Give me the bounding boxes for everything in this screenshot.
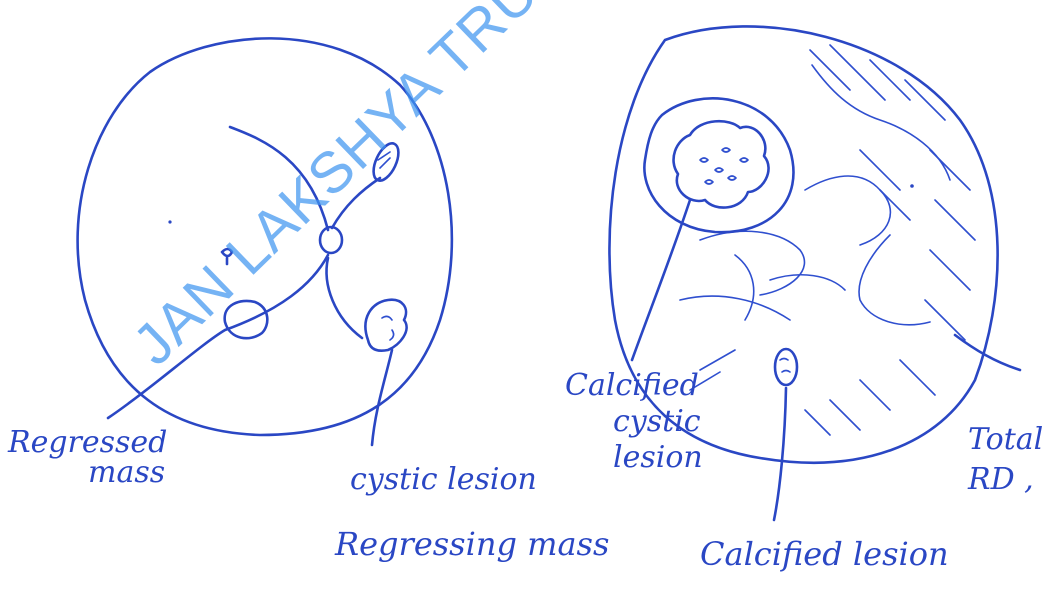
- left-eye-outline: [78, 38, 452, 435]
- label-cystic-lesion: cystic lesion: [350, 465, 537, 495]
- detached-retina-fold-7: [770, 275, 845, 290]
- label-calcified-line2: cystic: [565, 404, 703, 440]
- vessel-branch: [230, 127, 328, 230]
- label-regressing-mass: Regressing mass: [335, 528, 609, 560]
- detached-retina-fold-6: [735, 255, 754, 320]
- detached-retina-fold-1: [812, 65, 950, 180]
- label-total-rd: Total RD ,: [968, 420, 1043, 500]
- label-regressed-line2: mass: [8, 458, 167, 488]
- detached-retina-fold-3: [859, 235, 930, 325]
- detached-retina-fold-5: [680, 296, 790, 320]
- speck: [168, 220, 171, 223]
- vessel-lower: [108, 255, 328, 418]
- leader-calcified-cystic: [632, 200, 690, 360]
- optic-disc-mark: [222, 249, 232, 264]
- regressed-mass-blob: [225, 301, 268, 338]
- vessel-lower-right: [327, 258, 362, 338]
- label-regressed-line1: Regressed: [8, 428, 167, 458]
- label-calcified-line3: lesion: [565, 440, 703, 476]
- cystic-lesion-oval: [320, 227, 342, 253]
- calcified-cystic-outer-ring: [644, 98, 793, 232]
- small-calcified-lesion: [775, 349, 797, 385]
- label-total-line1: Total: [968, 420, 1043, 460]
- label-total-line2: RD ,: [968, 460, 1043, 500]
- calcified-cluster: [674, 121, 769, 207]
- regressing-mass-blob: [365, 300, 406, 351]
- vessel-upper-right: [332, 178, 380, 228]
- detached-retina-fold-2: [805, 176, 890, 245]
- regressing-mass-detail: [382, 316, 394, 340]
- small-calcified-dots: [780, 359, 790, 373]
- hatching: [690, 45, 975, 435]
- calcified-dots: [700, 148, 748, 184]
- label-calcified-line1: Calcified: [565, 368, 703, 404]
- detached-retina-fold-4: [700, 231, 804, 295]
- left-eye: [78, 38, 452, 445]
- label-regressed-mass: Regressed mass: [8, 428, 167, 488]
- speck-right: [910, 184, 914, 188]
- leader-calcified: [774, 388, 786, 520]
- label-calcified-lesion: Calcified lesion: [700, 538, 949, 570]
- label-calcified-cystic-lesion: Calcified cystic lesion: [565, 368, 703, 476]
